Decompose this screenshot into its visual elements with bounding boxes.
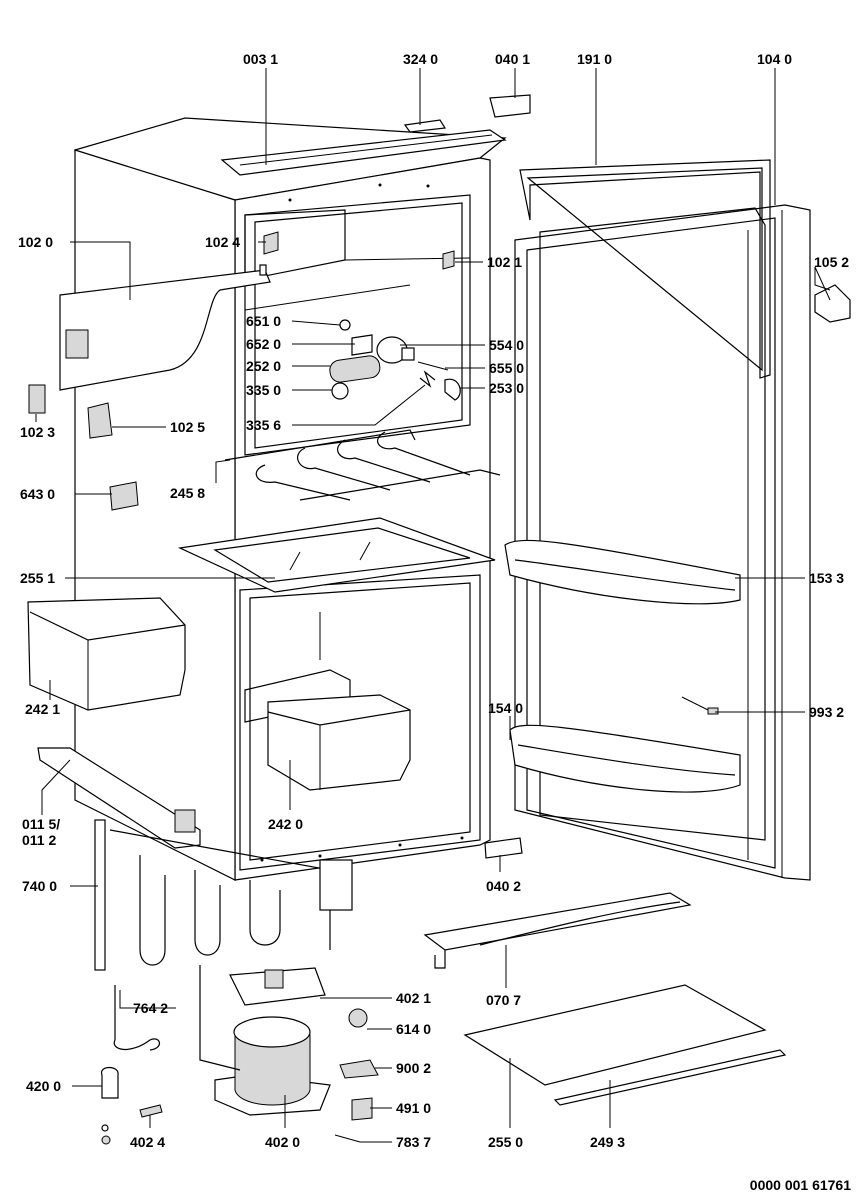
shelf-trim bbox=[553, 1049, 787, 1106]
freezer-flap bbox=[59, 264, 271, 391]
label-102-0: 102 0 bbox=[18, 234, 53, 250]
label-011-2: 011 2 bbox=[22, 832, 56, 848]
label-651-0: 651 0 bbox=[246, 313, 281, 329]
document-number: 0000 001 61761 bbox=[749, 1177, 851, 1193]
door bbox=[514, 159, 811, 881]
label-655-0: 655 0 bbox=[489, 360, 524, 376]
evaporator-coil bbox=[224, 429, 501, 501]
label-740-0: 740 0 bbox=[22, 878, 57, 894]
label-402-1: 402 1 bbox=[396, 990, 431, 1006]
electrical-parts bbox=[101, 1008, 379, 1145]
hinge-lower bbox=[484, 837, 523, 859]
label-242-0: 242 0 bbox=[268, 816, 303, 832]
label-993-2: 993 2 bbox=[809, 704, 844, 720]
label-242-1: 242 1 bbox=[25, 701, 60, 717]
label-652-0: 652 0 bbox=[246, 336, 281, 352]
compressor-bracket bbox=[229, 967, 326, 1006]
condenser bbox=[94, 819, 353, 971]
label-249-3: 249 3 bbox=[590, 1134, 625, 1150]
label-764-2: 764 2 bbox=[133, 1000, 168, 1016]
label-900-2: 900 2 bbox=[396, 1060, 431, 1076]
door-cover bbox=[423, 892, 692, 969]
label-153-3: 153 3 bbox=[809, 570, 844, 586]
leader-lines bbox=[35, 68, 831, 1143]
label-420-0: 420 0 bbox=[26, 1078, 61, 1094]
label-102-4: 102 4 bbox=[205, 234, 240, 250]
label-491-0: 491 0 bbox=[396, 1100, 431, 1116]
glass-shelf-lower bbox=[463, 984, 767, 1086]
label-252-0: 252 0 bbox=[246, 358, 281, 374]
crisper-drawer-right bbox=[267, 694, 411, 791]
small-parts bbox=[28, 94, 851, 511]
crisper-drawer-left bbox=[27, 597, 186, 711]
door-shelf-lower bbox=[509, 724, 741, 793]
label-335-6: 335 6 bbox=[246, 417, 281, 433]
label-104-0: 104 0 bbox=[757, 51, 792, 67]
label-614-0: 614 0 bbox=[396, 1021, 431, 1037]
label-245-8: 245 8 bbox=[170, 485, 205, 501]
label-783-7: 783 7 bbox=[396, 1134, 431, 1150]
label-255-0: 255 0 bbox=[488, 1134, 523, 1150]
label-102-3: 102 3 bbox=[20, 424, 55, 440]
glass-shelf-upper bbox=[177, 517, 496, 593]
label-554-0: 554 0 bbox=[489, 337, 524, 353]
door-switch bbox=[681, 696, 719, 715]
capillary-tube bbox=[113, 965, 241, 1071]
label-255-1: 255 1 bbox=[20, 570, 55, 586]
bottom-rail bbox=[37, 747, 201, 849]
door-shelf-upper bbox=[504, 539, 741, 605]
label-070-7: 070 7 bbox=[486, 992, 521, 1008]
part-labels: 003 1 324 0 040 1 191 0 104 0 102 0 102 … bbox=[18, 51, 849, 1150]
label-102-1: 102 1 bbox=[487, 254, 522, 270]
label-003-1: 003 1 bbox=[243, 51, 278, 67]
label-011-5: 011 5/ bbox=[22, 816, 60, 832]
label-191-0: 191 0 bbox=[577, 51, 612, 67]
label-335-0: 335 0 bbox=[246, 382, 281, 398]
label-102-5: 102 5 bbox=[170, 419, 205, 435]
label-643-0: 643 0 bbox=[20, 486, 55, 502]
label-105-2: 105 2 bbox=[814, 254, 849, 270]
label-324-0: 324 0 bbox=[403, 51, 438, 67]
label-402-0: 402 0 bbox=[265, 1134, 300, 1150]
label-040-2: 040 2 bbox=[486, 878, 521, 894]
label-040-1: 040 1 bbox=[495, 51, 530, 67]
compressor bbox=[214, 1016, 331, 1116]
label-402-4: 402 4 bbox=[130, 1134, 165, 1150]
label-253-0: 253 0 bbox=[489, 380, 524, 396]
label-154-0: 154 0 bbox=[488, 700, 523, 716]
